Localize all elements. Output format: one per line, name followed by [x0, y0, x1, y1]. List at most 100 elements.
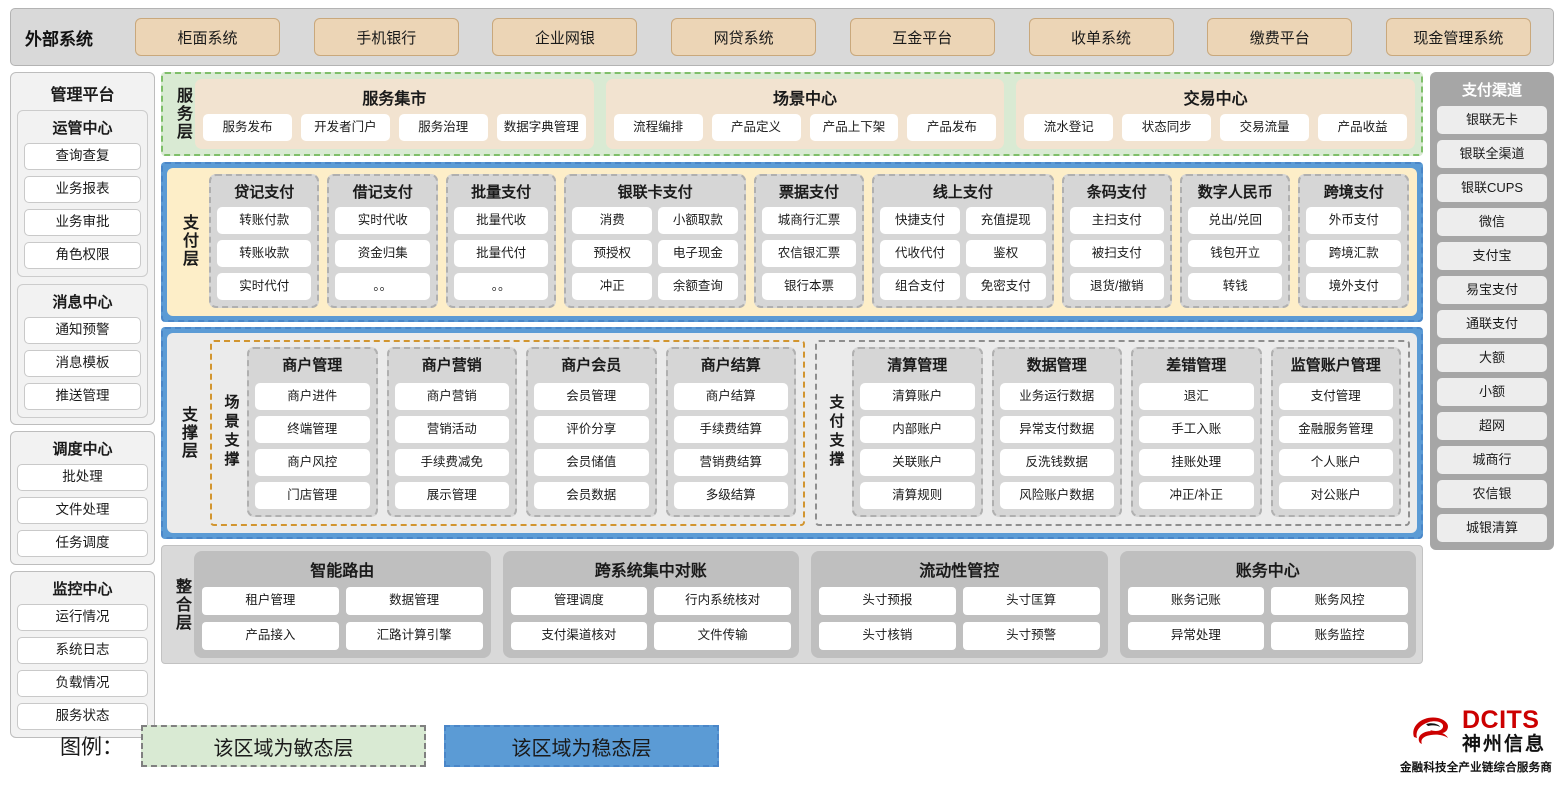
support-item[interactable]: 业务运行数据: [999, 383, 1114, 410]
support-item[interactable]: 手续费减免: [394, 449, 509, 476]
support-item[interactable]: 评价分享: [534, 416, 649, 443]
management-item[interactable]: 系统日志: [17, 637, 148, 664]
pay-item[interactable]: 外币支付: [1306, 207, 1401, 234]
integration-item[interactable]: 管理调度: [510, 587, 648, 615]
service-item[interactable]: 产品收益: [1318, 114, 1408, 141]
payment-channel-item[interactable]: 超网: [1437, 412, 1547, 440]
payment-channel-item[interactable]: 银联全渠道: [1437, 140, 1547, 168]
integration-item[interactable]: 租户管理: [202, 587, 339, 615]
pay-item[interactable]: 城商行汇票: [761, 207, 857, 234]
support-item[interactable]: 冲正/补正: [1139, 482, 1254, 509]
support-item[interactable]: 金融服务管理: [1278, 416, 1393, 443]
service-item[interactable]: 服务发布: [203, 114, 292, 141]
pay-item[interactable]: 冲正: [572, 273, 653, 300]
pay-item[interactable]: 主扫支付: [1069, 207, 1164, 234]
pay-item[interactable]: 代收代付: [880, 240, 960, 267]
integration-item[interactable]: 头寸预警: [962, 622, 1100, 650]
service-item[interactable]: 交易流量: [1220, 114, 1310, 141]
support-item[interactable]: 商户结算: [673, 383, 788, 410]
support-item[interactable]: 终端管理: [255, 416, 370, 443]
integration-item[interactable]: 头寸核销: [819, 622, 956, 650]
management-item[interactable]: 通知预警: [24, 317, 141, 344]
support-item[interactable]: 门店管理: [255, 482, 370, 509]
pay-item[interactable]: 免密支付: [965, 273, 1046, 300]
pay-item[interactable]: 。。: [335, 273, 430, 300]
service-item[interactable]: 服务治理: [398, 114, 488, 141]
pay-item[interactable]: 兑出/兑回: [1188, 207, 1283, 234]
payment-channel-item[interactable]: 城商行: [1437, 446, 1547, 474]
external-system-chip[interactable]: 企业网银: [492, 18, 638, 56]
support-item[interactable]: 多级结算: [673, 482, 788, 509]
pay-item[interactable]: 组合支付: [880, 273, 960, 300]
payment-channel-item[interactable]: 银联无卡: [1437, 106, 1547, 134]
pay-item[interactable]: 退货/撤销: [1069, 273, 1164, 300]
pay-item[interactable]: 境外支付: [1306, 273, 1401, 300]
service-item[interactable]: 产品发布: [907, 114, 997, 141]
pay-item[interactable]: 消费: [572, 207, 653, 234]
support-item[interactable]: 会员储值: [534, 449, 649, 476]
pay-item[interactable]: 实时代付: [217, 273, 312, 300]
pay-item[interactable]: 转钱: [1188, 273, 1283, 300]
payment-channel-item[interactable]: 城银清算: [1437, 514, 1547, 542]
external-system-chip[interactable]: 互金平台: [849, 18, 995, 56]
integration-item[interactable]: 账务记账: [1127, 587, 1265, 615]
support-item[interactable]: 营销活动: [394, 416, 509, 443]
pay-item[interactable]: 实时代收: [335, 207, 430, 234]
external-system-chip[interactable]: 收单系统: [1028, 18, 1174, 56]
pay-item[interactable]: 充值提现: [965, 207, 1046, 234]
support-item[interactable]: 退汇: [1139, 383, 1254, 410]
pay-item[interactable]: 转账付款: [217, 207, 312, 234]
management-item[interactable]: 运行情况: [17, 604, 148, 631]
pay-item[interactable]: 预授权: [572, 240, 653, 267]
pay-item[interactable]: 转账收款: [217, 240, 312, 267]
pay-item[interactable]: 银行本票: [761, 273, 857, 300]
support-item[interactable]: 会员管理: [534, 383, 649, 410]
support-item[interactable]: 商户风控: [255, 449, 370, 476]
service-item[interactable]: 产品上下架: [809, 114, 899, 141]
pay-item[interactable]: 快捷支付: [880, 207, 960, 234]
pay-item[interactable]: 批量代付: [453, 240, 549, 267]
integration-item[interactable]: 支付渠道核对: [510, 622, 648, 650]
integration-item[interactable]: 行内系统核对: [654, 587, 791, 615]
pay-item[interactable]: 余额查询: [658, 273, 738, 300]
support-item[interactable]: 内部账户: [860, 416, 975, 443]
pay-item[interactable]: 被扫支付: [1069, 240, 1164, 267]
pay-item[interactable]: 。。: [453, 273, 549, 300]
support-item[interactable]: 支付管理: [1278, 383, 1393, 410]
payment-channel-item[interactable]: 大额: [1437, 344, 1547, 372]
management-item[interactable]: 业务审批: [24, 209, 141, 236]
pay-item[interactable]: 资金归集: [335, 240, 430, 267]
integration-item[interactable]: 账务监控: [1271, 622, 1408, 650]
pay-item[interactable]: 批量代收: [453, 207, 549, 234]
support-item[interactable]: 对公账户: [1278, 482, 1393, 509]
pay-item[interactable]: 小额取款: [658, 207, 738, 234]
support-item[interactable]: 营销费结算: [673, 449, 788, 476]
support-item[interactable]: 风险账户数据: [999, 482, 1114, 509]
integration-item[interactable]: 账务风控: [1271, 587, 1408, 615]
payment-channel-item[interactable]: 小额: [1437, 378, 1547, 406]
pay-item[interactable]: 跨境汇款: [1306, 240, 1401, 267]
payment-channel-item[interactable]: 易宝支付: [1437, 276, 1547, 304]
payment-channel-item[interactable]: 银联CUPS: [1437, 174, 1547, 202]
management-item[interactable]: 角色权限: [24, 242, 141, 269]
service-item[interactable]: 产品定义: [711, 114, 801, 141]
management-item[interactable]: 消息模板: [24, 350, 141, 377]
support-item[interactable]: 商户营销: [394, 383, 509, 410]
support-item[interactable]: 手工入账: [1139, 416, 1254, 443]
service-item[interactable]: 状态同步: [1122, 114, 1212, 141]
payment-channel-item[interactable]: 通联支付: [1437, 310, 1547, 338]
support-item[interactable]: 手续费结算: [673, 416, 788, 443]
payment-channel-item[interactable]: 支付宝: [1437, 242, 1547, 270]
external-system-chip[interactable]: 现金管理系统: [1385, 18, 1531, 56]
integration-item[interactable]: 数据管理: [345, 587, 483, 615]
external-system-chip[interactable]: 柜面系统: [135, 18, 280, 56]
management-item[interactable]: 查询查复: [24, 143, 141, 170]
support-item[interactable]: 异常支付数据: [999, 416, 1114, 443]
integration-item[interactable]: 头寸预报: [819, 587, 956, 615]
support-item[interactable]: 反洗钱数据: [999, 449, 1114, 476]
payment-channel-item[interactable]: 农信银: [1437, 480, 1547, 508]
management-item[interactable]: 批处理: [17, 464, 148, 491]
service-item[interactable]: 流程编排: [613, 114, 703, 141]
support-item[interactable]: 清算规则: [860, 482, 975, 509]
management-item[interactable]: 负载情况: [17, 670, 148, 697]
